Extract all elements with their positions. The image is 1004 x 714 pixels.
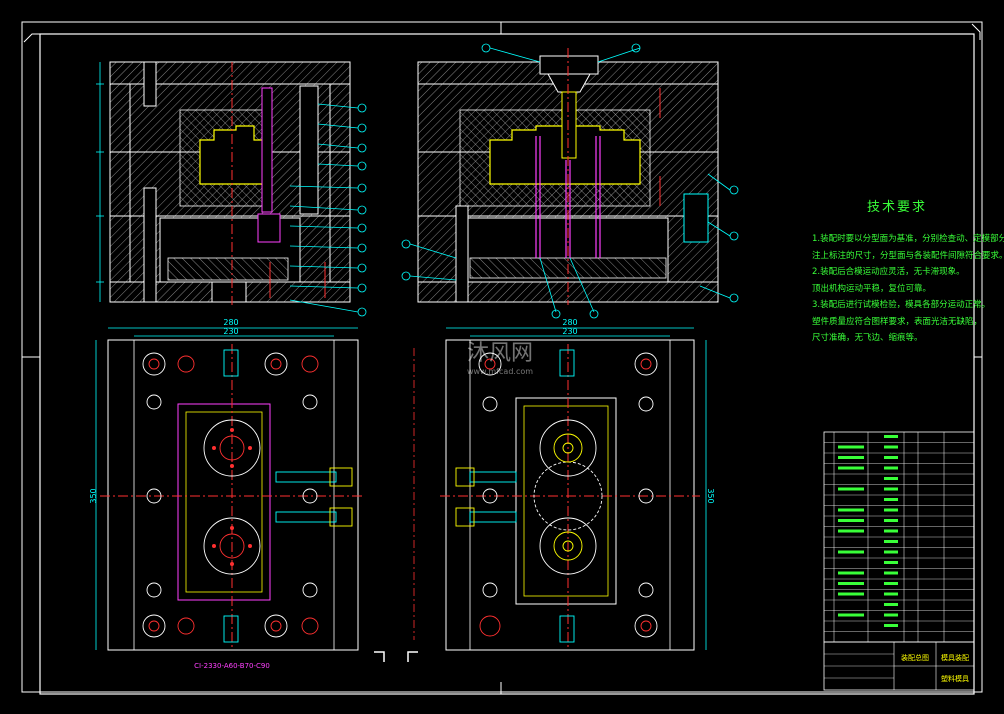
title-block-designer: 塑料模具 [941, 674, 969, 683]
parts-row-name [884, 624, 898, 627]
title-block-stamp: 装配总图 [901, 653, 929, 662]
parts-row-name [884, 477, 898, 480]
tech-requirement-line: 1.装配时要以分型面为基准，分别检查动、定模部分。 [812, 234, 1004, 244]
parts-row-name [884, 613, 898, 617]
watermark-url: www.mfcad.com [467, 367, 533, 376]
frame-markers [22, 22, 982, 694]
left-plan-dim-inner: 230 [223, 327, 238, 336]
parts-row-name [884, 487, 898, 491]
parts-row-code [838, 529, 864, 533]
left-section-view [96, 61, 367, 317]
left-plan-dim-height: 350 [89, 488, 98, 503]
parts-row-name [884, 529, 898, 533]
mold-designation: CI-2330-A60-B70-C90 [194, 662, 270, 670]
right-plan-dim-outer: 280 [562, 318, 577, 327]
left-plan-dim-outer: 280 [223, 318, 238, 327]
right-section-view [401, 43, 739, 319]
tech-requirement-line: 尺寸准确，无飞边、缩痕等。 [812, 333, 923, 343]
parts-row-name [884, 519, 898, 522]
tech-requirement-line: 2.装配后合模运动应灵活，无卡滞现象。 [812, 267, 965, 277]
parts-row-name [884, 445, 898, 449]
parts-row-code [838, 519, 864, 522]
parts-row-code [838, 466, 864, 470]
parts-row-code [838, 456, 864, 459]
parts-row-name [884, 592, 898, 596]
parts-row-name [884, 466, 898, 470]
parts-row-code [838, 508, 864, 512]
right-plan-view: 280 230 350 [440, 318, 715, 651]
parts-list-table [823, 431, 975, 643]
tech-requirement-line: 塑件质量应符合图样要求，表面光洁无缺陷， [812, 316, 983, 327]
drawing-frame [39, 33, 975, 695]
parts-row-name [884, 540, 898, 543]
parts-row-name [884, 603, 898, 606]
parts-row-name [884, 508, 898, 512]
parts-row-code [838, 487, 864, 491]
parts-row-code [838, 445, 864, 449]
section-markers [374, 348, 418, 662]
right-plan-dim-height: 350 [706, 488, 715, 503]
parts-row-code [838, 592, 864, 596]
tech-requirement-line: 注上标注的尺寸，分型面与各装配件间隙符合要求。 [812, 250, 1004, 261]
parts-row-name [884, 550, 898, 554]
tech-requirements-title: 技术要求 [866, 200, 927, 215]
tech-requirement-line: 顶出机构运动平稳，复位可靠。 [812, 283, 932, 294]
parts-row-name [884, 561, 898, 564]
parts-row-name [884, 456, 898, 459]
watermark-brand: 沐风网 [467, 341, 533, 366]
right-plan-dim-inner: 230 [562, 327, 577, 336]
parts-row-name [884, 582, 898, 585]
left-plan-view: 280 230 350 CI-2330-A60-B70-C90 [89, 318, 362, 670]
title-block: 装配总图 模具装配 塑料模具 [823, 641, 975, 691]
parts-row-code [838, 613, 864, 617]
title-block-drawing-name: 模具装配 [941, 653, 969, 662]
parts-row-code [838, 550, 864, 554]
watermark: 沐风网 www.mfcad.com [467, 341, 533, 376]
parts-row-code [838, 582, 864, 585]
tech-requirement-line: 3.装配后进行试模检验，模具各部分运动正常。 [812, 300, 991, 310]
parts-row-name [884, 435, 898, 438]
parts-row-code [838, 571, 864, 575]
technical-requirements: 技术要求 1.装配时要以分型面为基准，分别检查动、定模部分。 注上标注的尺寸，分… [812, 196, 1004, 347]
parts-row-name [884, 571, 898, 575]
parts-row-name [884, 498, 898, 501]
